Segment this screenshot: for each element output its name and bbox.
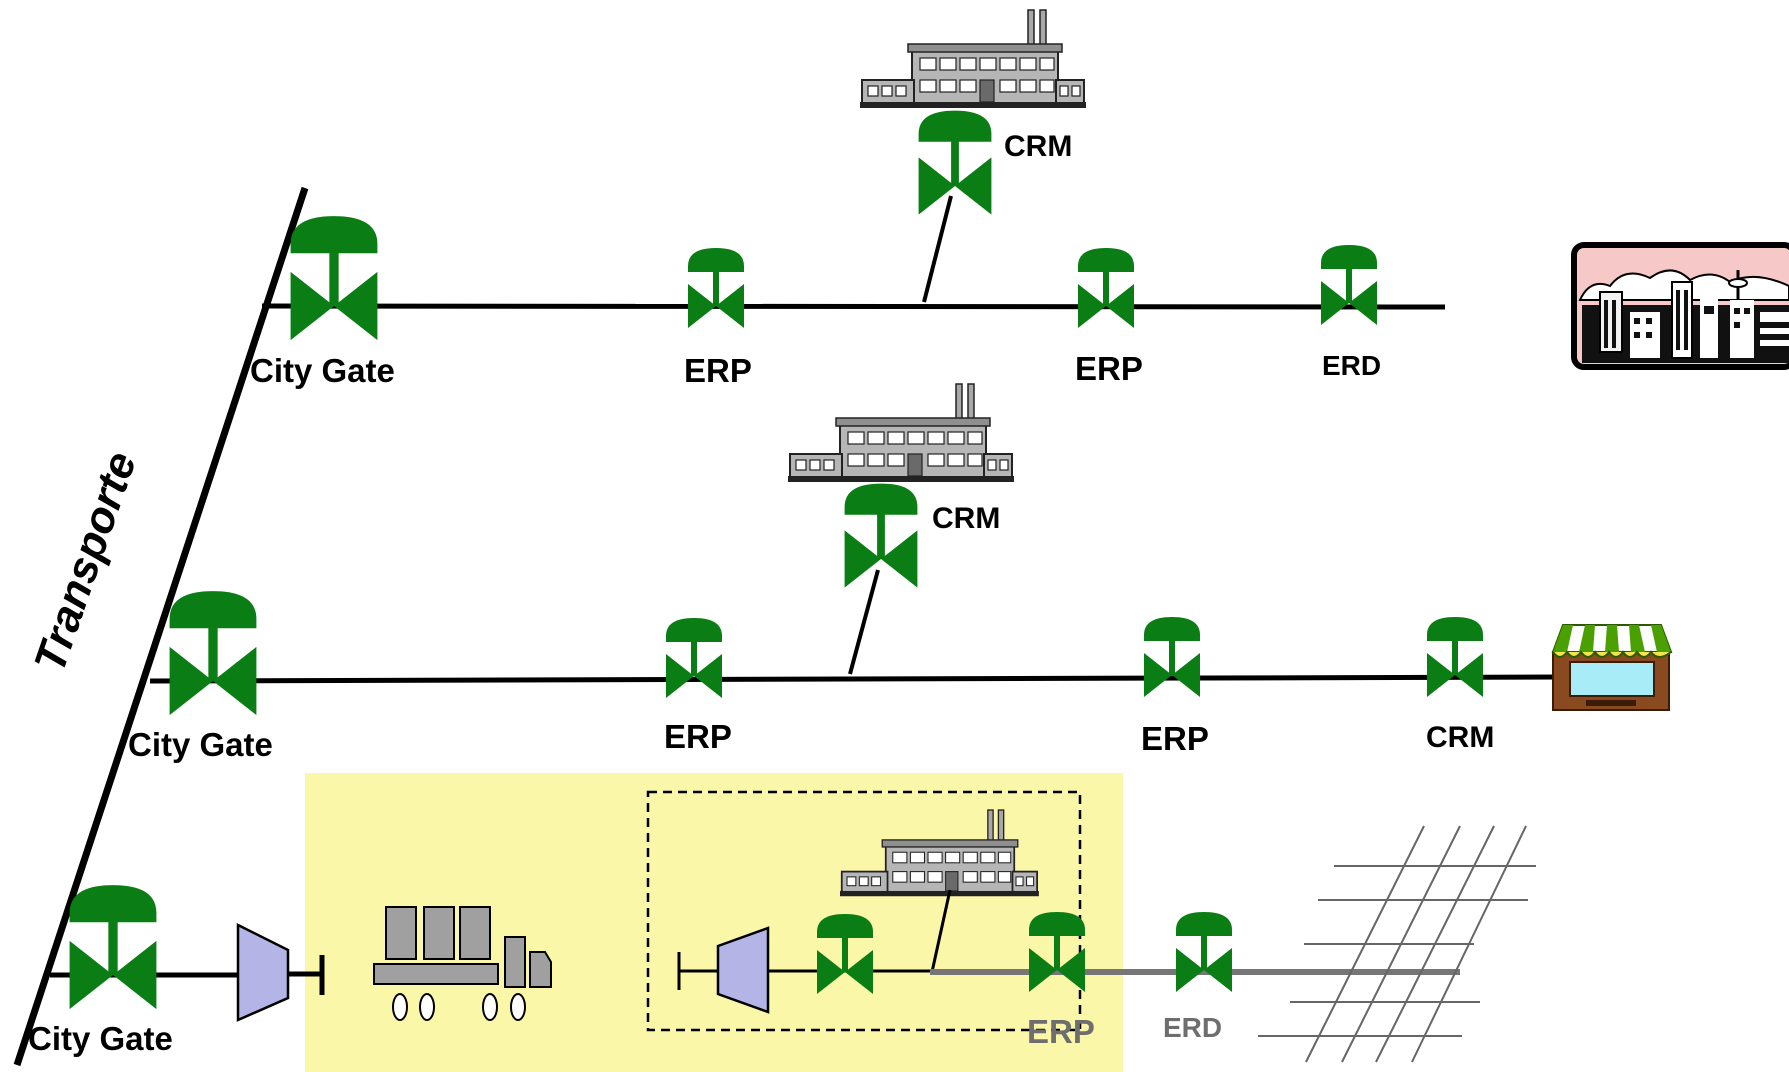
- row1-crm-branch: [922, 195, 953, 303]
- compressor-icon: [236, 922, 325, 1022]
- row1-city-gate-valve-icon: [290, 216, 378, 341]
- row2-pipeline: [149, 674, 1561, 684]
- row3-erd-label: ERD: [1163, 1012, 1222, 1043]
- row2-erp2-label: ERP: [1141, 720, 1209, 757]
- row1-erd-valve-icon: [1321, 245, 1377, 325]
- row2-erp1-valve-icon: [666, 618, 722, 698]
- row2-factory-icon: [787, 383, 1015, 483]
- row2-crm-valve-icon: [844, 483, 918, 588]
- transport-axis: [13, 186, 309, 1067]
- shop-icon: [1551, 624, 1673, 711]
- row1-factory-icon: [859, 9, 1087, 109]
- row2-city-gate-label: City Gate: [128, 726, 273, 763]
- row3-erd-valve-icon: [1176, 912, 1232, 992]
- row1-erp1-valve-icon: [688, 248, 744, 328]
- row2-erp2-valve-icon: [1144, 617, 1200, 697]
- distribution-grid-icon: [1258, 825, 1536, 1063]
- tanker-truck-icon: [373, 906, 552, 1021]
- row1-city-gate-label: City Gate: [250, 352, 395, 389]
- row2-crm-end-label: CRM: [1426, 721, 1494, 754]
- row2-crm-end-valve-icon: [1427, 617, 1483, 697]
- row2-crm-branch: [848, 569, 880, 675]
- row3-city-gate-label: City Gate: [28, 1020, 173, 1057]
- row1-crm-label: CRM: [1004, 130, 1072, 163]
- row1-crm-valve-icon: [918, 110, 992, 215]
- decompression-station-box: [646, 790, 1082, 1032]
- row1-erp2-label: ERP: [1075, 350, 1143, 387]
- row2-city-gate-valve-icon: [169, 591, 257, 716]
- transport-axis-label: Transporte: [25, 446, 146, 679]
- row3-erp-label: ERP: [1027, 1013, 1095, 1050]
- city-skyline-icon: [1571, 242, 1789, 370]
- row1-erp2-valve-icon: [1078, 248, 1134, 328]
- row2-crm-branch-label: CRM: [932, 502, 1000, 535]
- decompressor-icon: [677, 926, 930, 1014]
- row3-city-gate-valve-icon: [69, 885, 157, 1010]
- row2-erp1-label: ERP: [664, 718, 732, 755]
- row3-factory-branch: [930, 889, 952, 973]
- row1-pipeline: [261, 303, 1446, 310]
- row1-erp1-label: ERP: [684, 352, 752, 389]
- row1-erd-label: ERD: [1322, 350, 1381, 381]
